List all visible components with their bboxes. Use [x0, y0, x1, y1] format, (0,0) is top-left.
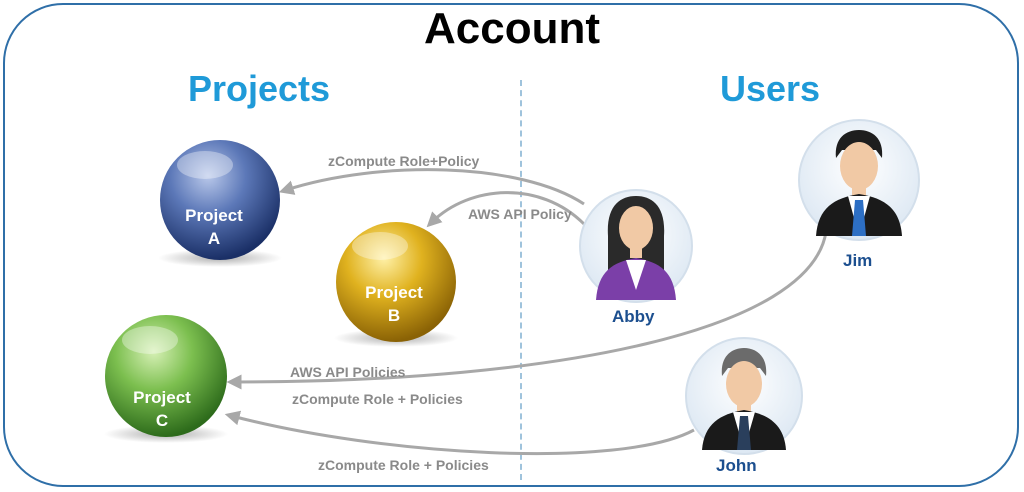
project-b-label-line2: B [388, 306, 400, 325]
arrow-john-to-project-c [224, 410, 695, 456]
arrow-abby-to-project-a [278, 168, 585, 206]
user-name-john: John [716, 456, 757, 475]
connection-label-abby-project-b: AWS API Policy [468, 206, 572, 222]
connection-label-john-zcompute: zCompute Role + Policies [318, 457, 489, 473]
project-a-label-line1: Project [185, 206, 243, 225]
user-name-abby: Abby [612, 307, 655, 326]
section-divider [520, 80, 522, 480]
connection-label-jim-zcompute: zCompute Role + Policies [292, 391, 463, 407]
abby-avatar [579, 189, 693, 303]
account-title: Account [424, 4, 600, 53]
project-b-label-line1: Project [365, 283, 423, 302]
project-a-label-line2: A [208, 229, 220, 248]
project-b-sphere: Project B [334, 222, 458, 347]
arrow-abby-to-project-b [426, 191, 586, 228]
users-heading: Users [720, 68, 821, 109]
connection-label-jim-aws-policies: AWS API Policies [290, 364, 406, 380]
user-name-jim: Jim [843, 251, 873, 270]
project-a-sphere: Project A [158, 140, 282, 267]
project-c-label-line2: C [156, 411, 168, 430]
arrow-jim-to-project-c [226, 231, 828, 390]
project-c-label-line1: Project [133, 388, 191, 407]
project-c-sphere: Project C [104, 315, 228, 443]
john-avatar [685, 337, 803, 455]
connection-label-abby-project-a: zCompute Role+Policy [328, 153, 480, 169]
jim-avatar [798, 119, 920, 241]
projects-heading: Projects [188, 68, 331, 109]
